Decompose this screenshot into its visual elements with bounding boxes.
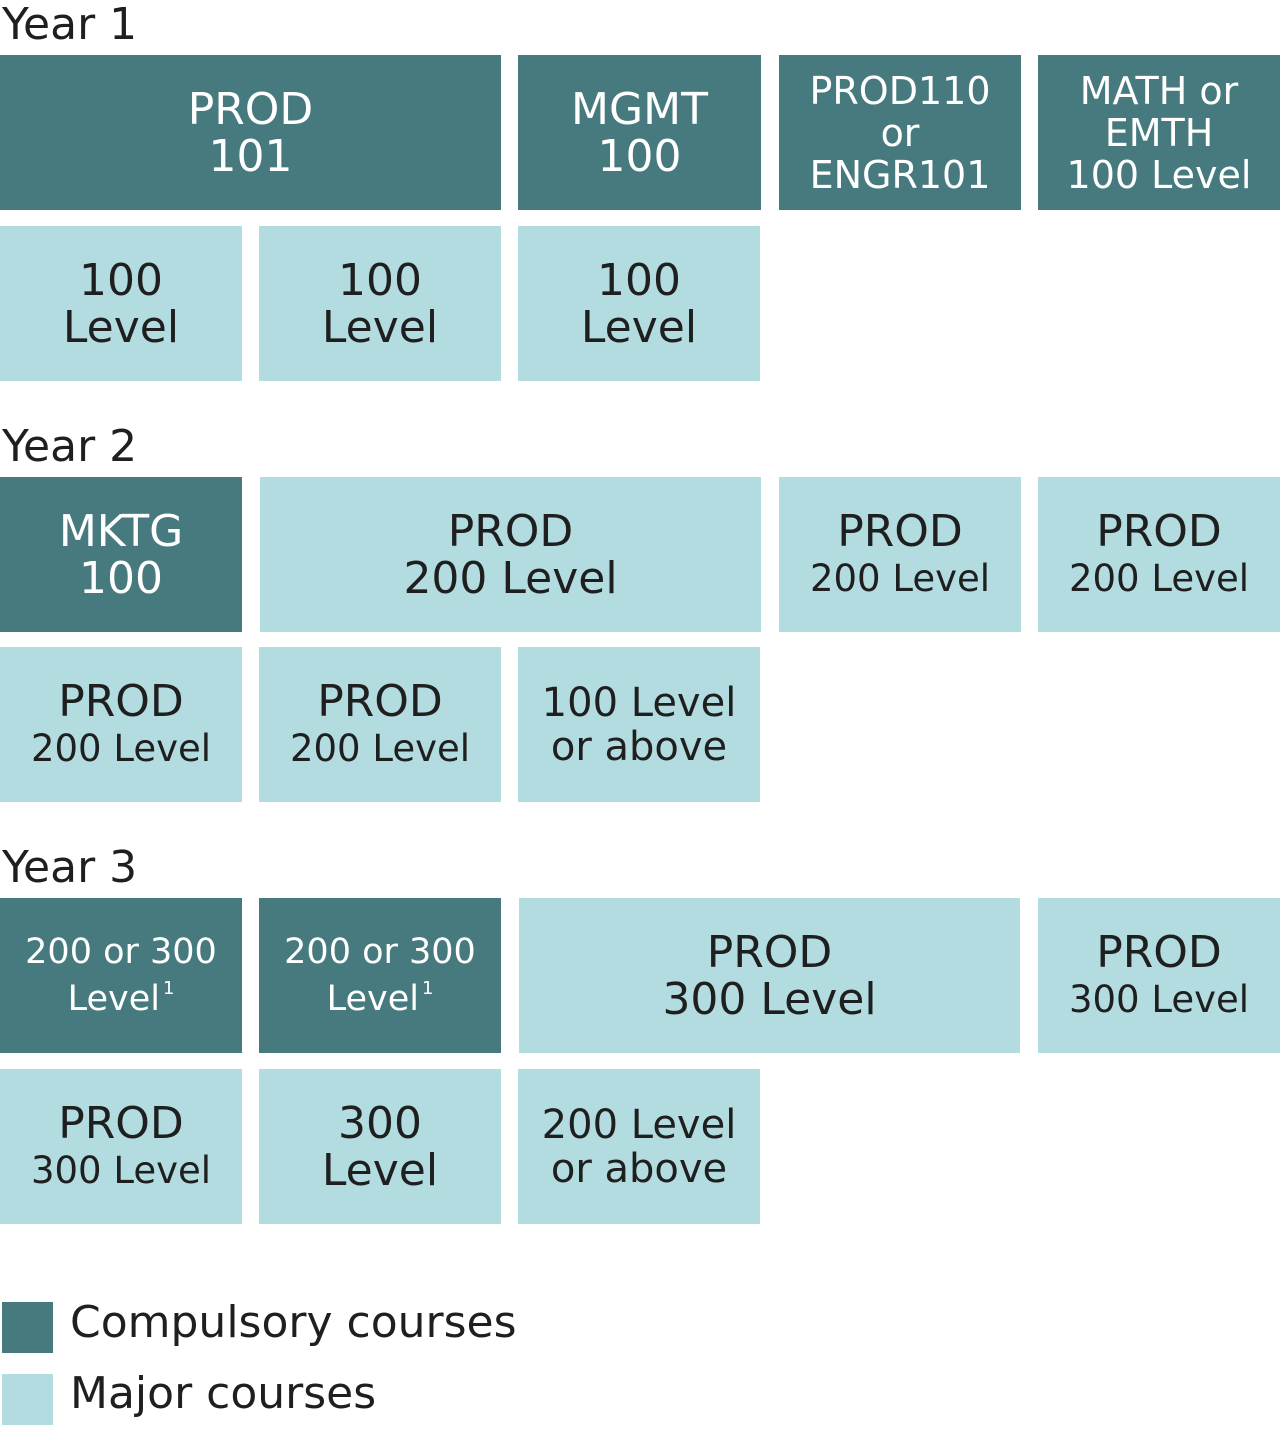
course-line: PROD [317, 675, 443, 727]
legend-label-compulsory: Compulsory courses [70, 1297, 517, 1348]
course-line: 100 Level [1066, 152, 1252, 197]
year-3-label: Year 3 [2, 842, 138, 893]
course-line: 101 [208, 130, 293, 182]
course-box: PROD 300 Level [1038, 898, 1280, 1053]
course-line: MATH or [1079, 68, 1239, 113]
course-line: 200 Level [30, 726, 212, 770]
course-line: PROD [706, 926, 833, 978]
course-line: MGMT [571, 83, 708, 135]
course-line: Level [580, 301, 698, 353]
course-box: MKTG 100 [0, 477, 242, 632]
course-line: Level [321, 1144, 439, 1196]
course-line: 100 [79, 254, 163, 306]
course-line: 300 Level [662, 973, 877, 1025]
course-box: PROD 300 Level [519, 898, 1020, 1053]
course-box: PROD 200 Level [0, 647, 242, 802]
course-line: 100 [338, 254, 422, 306]
course-line: 300 Level [1068, 977, 1250, 1021]
footnote-marker: 1 [421, 977, 434, 999]
course-line: 100 Level [541, 679, 737, 726]
course-line: 200 Level [403, 552, 618, 604]
course-line: PROD [58, 675, 184, 727]
course-line: 200 Level [809, 556, 991, 600]
legend-label-major: Major courses [70, 1368, 377, 1419]
course-line: 300 Level [30, 1148, 212, 1192]
course-box: 300 Level [259, 1069, 501, 1224]
course-box: PROD 200 Level [260, 477, 761, 632]
year-2-label: Year 2 [2, 421, 138, 472]
course-box: 100 Level [518, 226, 760, 381]
course-line: PROD [447, 505, 574, 557]
course-line: Level [326, 978, 419, 1019]
course-box: 100 Level [259, 226, 501, 381]
course-line: PROD [837, 505, 963, 557]
course-line: 200 Level [1068, 556, 1250, 600]
course-line: 200 Level [289, 726, 471, 770]
course-box: PROD 101 [0, 55, 501, 210]
course-line: or above [550, 1145, 728, 1192]
course-line: 200 or 300 [284, 931, 476, 972]
course-box: PROD 200 Level [1038, 477, 1280, 632]
course-line: PROD [58, 1097, 184, 1149]
course-box: PROD110 or ENGR101 [779, 55, 1021, 210]
legend-swatch-major [2, 1374, 53, 1425]
course-box: PROD 200 Level [259, 647, 501, 802]
course-line: ENGR101 [809, 152, 991, 197]
course-line: MKTG [58, 505, 184, 557]
course-line: Level [321, 301, 439, 353]
course-box: MGMT 100 [518, 55, 761, 210]
course-box: PROD 300 Level [0, 1069, 242, 1224]
footnote-marker: 1 [162, 977, 175, 999]
course-line: 200 Level [541, 1101, 737, 1148]
course-box: MATH or EMTH 100 Level [1038, 55, 1280, 210]
course-line: 300 [338, 1097, 422, 1149]
course-line: 200 or 300 [25, 931, 217, 972]
course-line: PROD110 [809, 68, 991, 113]
course-line: 100 [597, 254, 681, 306]
course-box: PROD 200 Level [779, 477, 1021, 632]
course-line: PROD [187, 83, 314, 135]
course-line: 100 [79, 552, 163, 604]
legend-swatch-compulsory [2, 1302, 53, 1353]
course-line: 100 [597, 130, 682, 182]
course-line: or above [550, 723, 728, 770]
course-line: Level [67, 978, 160, 1019]
course-box: 100 Level [0, 226, 242, 381]
course-line: or [880, 110, 920, 155]
course-line: PROD [1096, 505, 1222, 557]
year-1-label: Year 1 [2, 0, 138, 50]
course-box: 100 Level or above [518, 647, 760, 802]
course-line: PROD [1096, 926, 1222, 978]
course-box: 200 Level or above [518, 1069, 760, 1224]
course-line: EMTH [1104, 110, 1214, 155]
course-line: Level [62, 301, 180, 353]
